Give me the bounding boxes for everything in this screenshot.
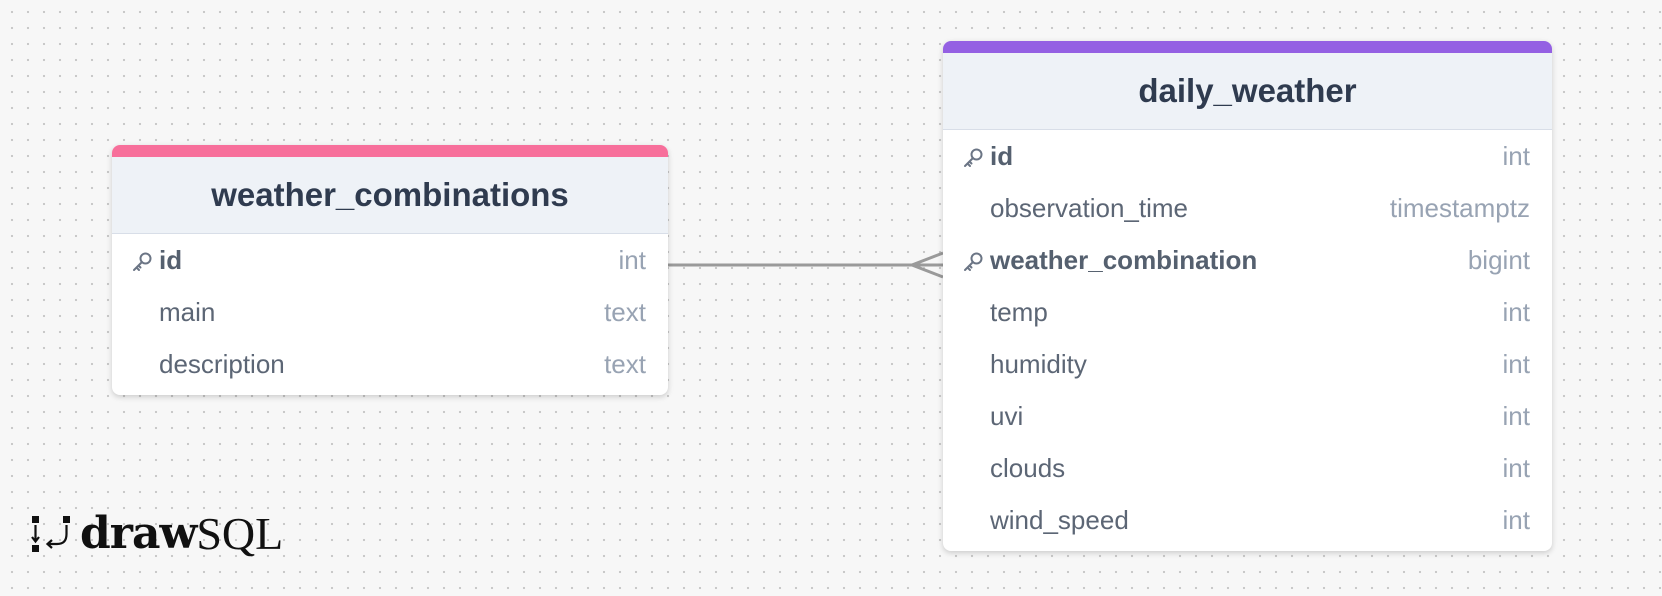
column-row-description[interactable]: description text: [112, 338, 668, 390]
column-name: id: [990, 140, 1014, 171]
column-row-observation-time[interactable]: observation_time timestamptz: [943, 182, 1552, 234]
key-icon: [964, 252, 983, 271]
column-name: observation_time: [990, 192, 1188, 223]
column-type: int: [618, 244, 646, 275]
column-name: weather_combination: [990, 244, 1258, 275]
key-icon: [964, 148, 983, 167]
column-type: int: [1502, 140, 1530, 171]
column-type: int: [1502, 296, 1530, 327]
column-row-main[interactable]: main text: [112, 286, 668, 338]
column-type: int: [1502, 504, 1530, 535]
column-name: clouds: [990, 452, 1066, 483]
column-row-humidity[interactable]: humidity int: [943, 338, 1552, 390]
column-name: id: [159, 244, 183, 275]
column-type: bigint: [1467, 244, 1530, 275]
drawsql-logo-icon: [31, 516, 70, 552]
column-type: int: [1502, 452, 1530, 483]
column-row-id[interactable]: id int: [112, 234, 668, 286]
column-type: text: [604, 296, 646, 327]
column-type: text: [604, 348, 646, 379]
table-weather-combinations[interactable]: weather_combinations id int main text de…: [112, 145, 668, 395]
column-row-wind-speed[interactable]: wind_speed int: [943, 494, 1552, 546]
table-accent-bar: [112, 145, 668, 157]
column-row-uvi[interactable]: uvi int: [943, 390, 1552, 442]
column-type: timestamptz: [1389, 192, 1530, 223]
table-accent-bar: [943, 41, 1552, 53]
column-row-clouds[interactable]: clouds int: [943, 442, 1552, 494]
column-name: humidity: [990, 348, 1087, 379]
column-name: wind_speed: [990, 504, 1129, 535]
column-name: uvi: [990, 400, 1024, 431]
column-name: description: [159, 348, 285, 379]
column-name: temp: [990, 296, 1048, 327]
drawsql-logo: draw SQL: [30, 507, 283, 559]
column-row-temp[interactable]: temp int: [943, 286, 1552, 338]
column-row-weather-combination[interactable]: weather_combination bigint: [943, 234, 1552, 286]
logo-text-draw: draw: [80, 507, 197, 559]
crows-foot-marker: [907, 251, 944, 279]
logo-text-sql: SQL: [196, 507, 284, 559]
table-title[interactable]: weather_combinations: [112, 157, 668, 234]
table-title[interactable]: daily_weather: [943, 53, 1552, 130]
column-row-id[interactable]: id int: [943, 130, 1552, 182]
key-icon: [133, 252, 152, 271]
column-name: main: [159, 296, 216, 327]
table-daily-weather[interactable]: daily_weather id int observation_time ti…: [943, 41, 1552, 551]
column-type: int: [1502, 400, 1530, 431]
column-type: int: [1502, 348, 1530, 379]
